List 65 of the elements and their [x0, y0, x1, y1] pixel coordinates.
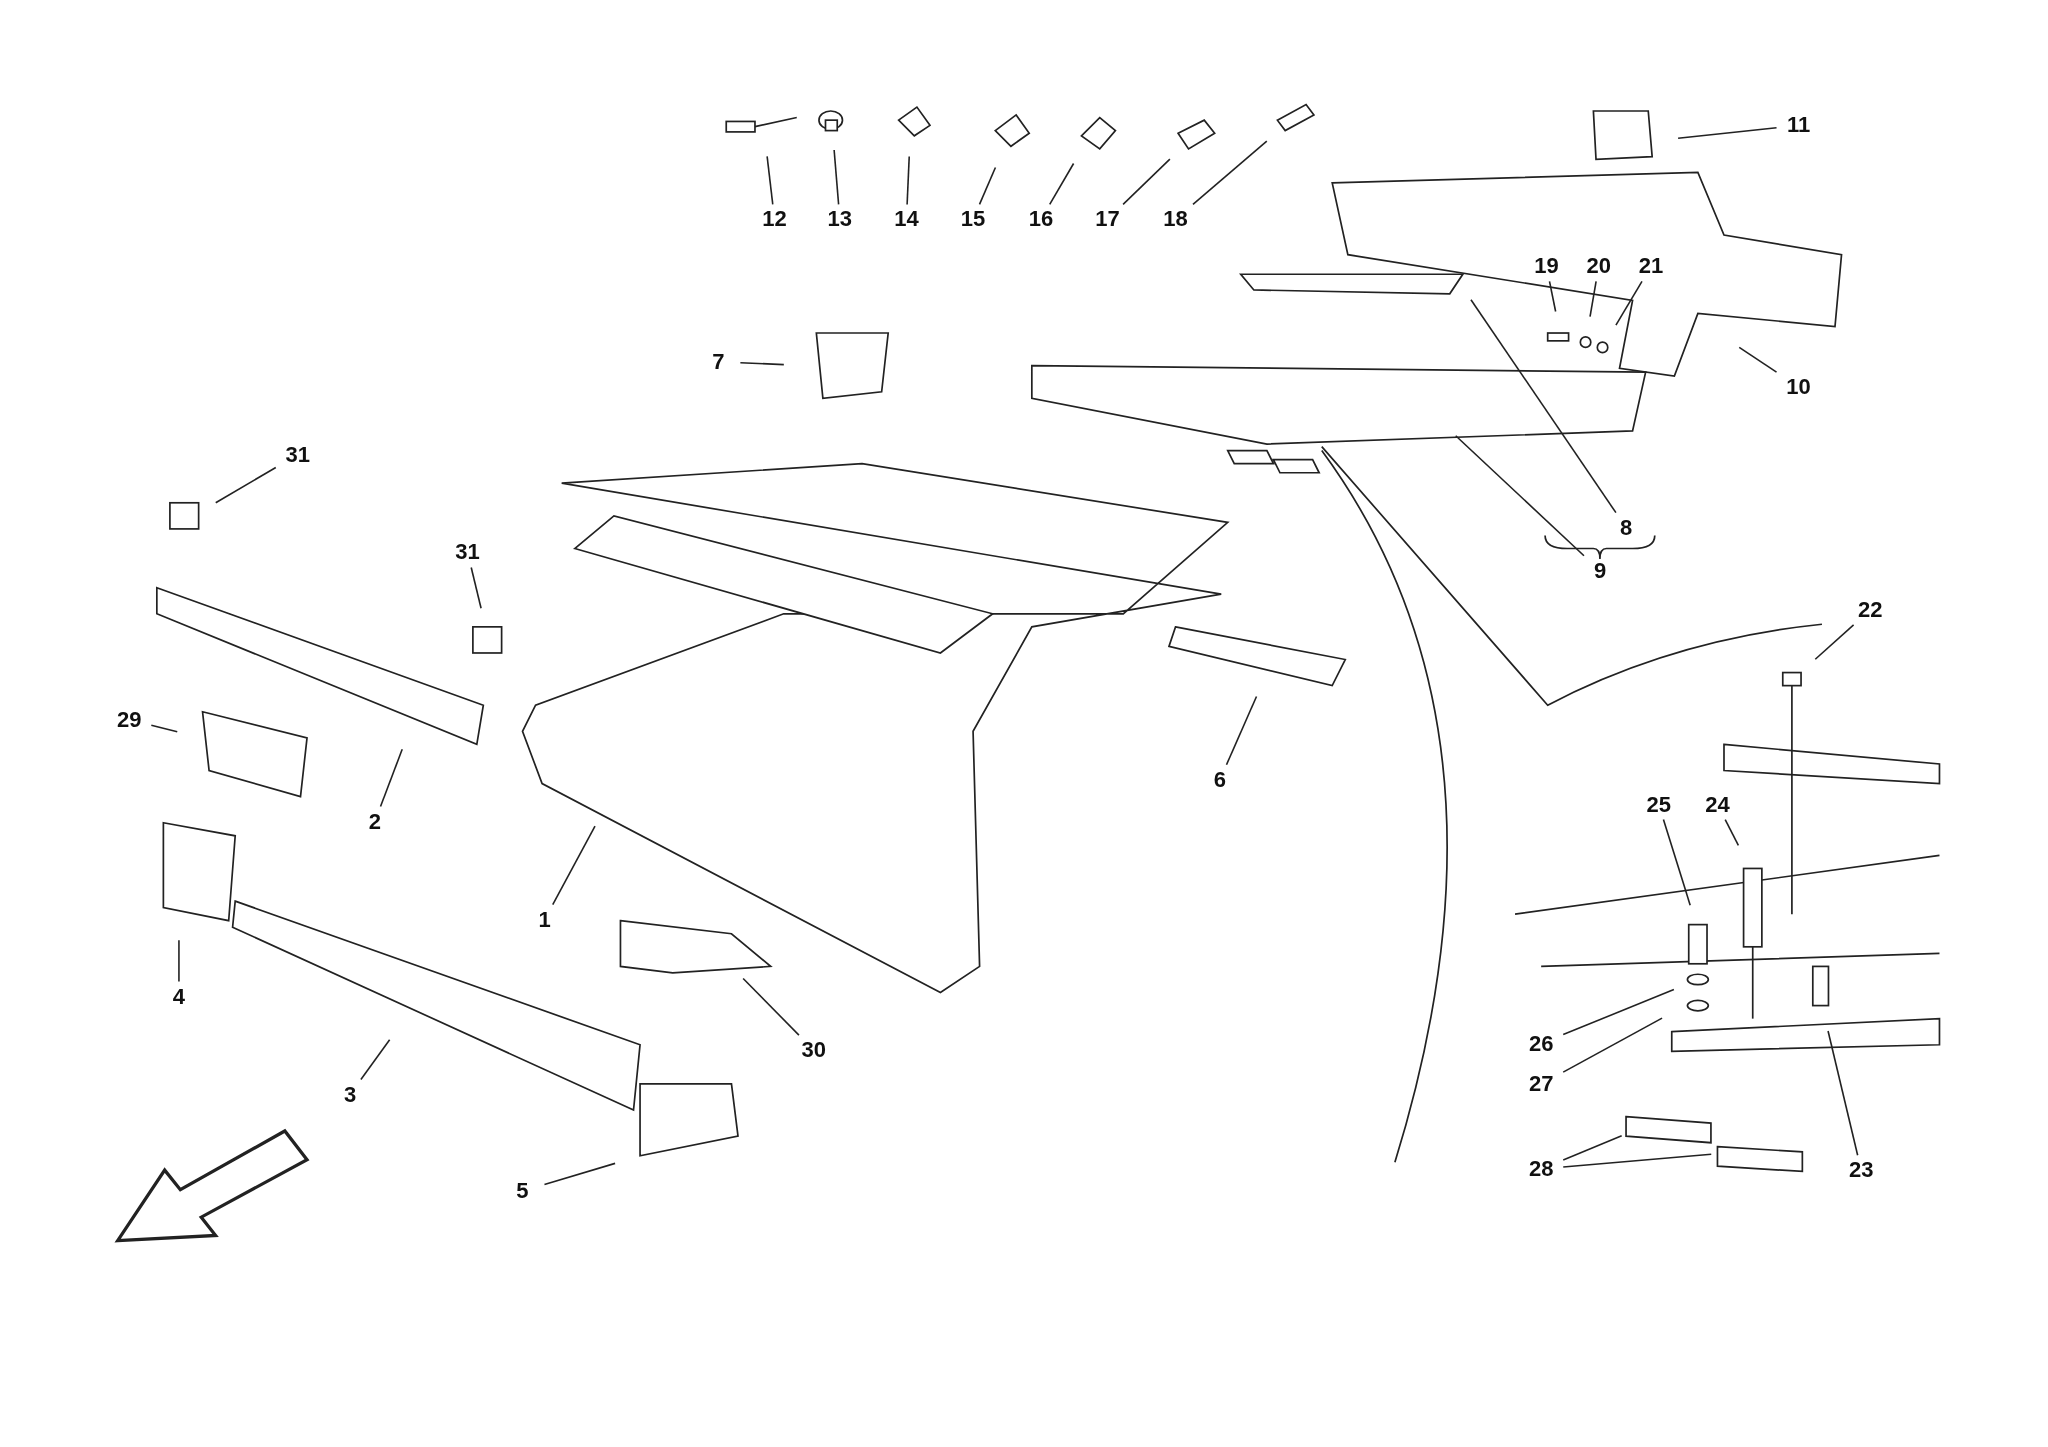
leader-line — [543, 1162, 616, 1186]
leader-line — [379, 748, 404, 808]
leader-line — [1548, 280, 1557, 313]
leader-line — [1562, 1017, 1663, 1073]
leader-line — [766, 155, 774, 206]
callout-number: 12 — [754, 206, 795, 233]
callout-number: 7 — [698, 348, 739, 375]
callout-number: 30 — [793, 1037, 834, 1064]
leader-line — [1814, 624, 1855, 661]
leader-line — [1589, 280, 1597, 318]
leader-line — [1122, 158, 1171, 206]
leader-line — [742, 977, 800, 1036]
callout-number: 28 — [1521, 1155, 1562, 1182]
callout-number: 26 — [1521, 1030, 1562, 1057]
callout-number: 5 — [502, 1178, 543, 1205]
leader-line — [1615, 280, 1643, 326]
callout-number: 17 — [1087, 206, 1128, 233]
callout-number: 1 — [524, 906, 565, 933]
leader-line — [178, 939, 180, 983]
leader-line — [1677, 126, 1778, 140]
leader-line — [214, 466, 277, 504]
leader-line — [833, 149, 840, 206]
callout-number: 22 — [1850, 596, 1891, 623]
callout-number: 25 — [1638, 791, 1679, 818]
callout-number: 6 — [1199, 766, 1240, 793]
leader-line — [1470, 298, 1617, 514]
leader-line — [906, 155, 910, 206]
callout-number: 23 — [1841, 1157, 1882, 1184]
callout-number: 31 — [447, 539, 488, 566]
callout-number: 19 — [1526, 253, 1567, 280]
leader-line — [1225, 695, 1258, 766]
leader-line — [739, 361, 785, 366]
callout-number: 16 — [1020, 206, 1061, 233]
leader-line — [1562, 1135, 1623, 1161]
leader-line — [1827, 1030, 1859, 1157]
callout-number: 15 — [953, 206, 994, 233]
leader-line — [1724, 818, 1740, 847]
callout-number: 24 — [1697, 791, 1738, 818]
callout-number: 29 — [109, 706, 150, 733]
callout-number: 2 — [354, 808, 395, 835]
leader-line — [1662, 818, 1691, 906]
leader-line — [1562, 988, 1675, 1036]
callout-number: 8 — [1606, 514, 1647, 541]
leader-line — [1048, 162, 1075, 206]
leader-line — [150, 724, 179, 733]
callout-number: 21 — [1630, 253, 1671, 280]
leader-line — [1454, 434, 1585, 557]
callout-number: 9 — [1580, 557, 1620, 584]
callout-number: 13 — [819, 206, 860, 233]
leader-line — [1562, 1153, 1713, 1168]
leader-line — [360, 1039, 391, 1081]
callout-number: 20 — [1578, 253, 1619, 280]
leader-line — [470, 566, 482, 609]
callout-number: 11 — [1778, 112, 1819, 139]
leader-line — [1738, 346, 1778, 373]
callout-number: 3 — [330, 1081, 371, 1108]
callout-number: 4 — [158, 983, 199, 1010]
callout-number: 27 — [1521, 1071, 1562, 1098]
callout-number: 14 — [886, 206, 927, 233]
leader-line — [1192, 140, 1268, 206]
callout-number: 10 — [1778, 373, 1819, 400]
leader-line — [551, 825, 596, 906]
leader-line — [978, 166, 997, 206]
callout-number: 18 — [1155, 206, 1196, 233]
callout-number: 31 — [277, 441, 318, 468]
